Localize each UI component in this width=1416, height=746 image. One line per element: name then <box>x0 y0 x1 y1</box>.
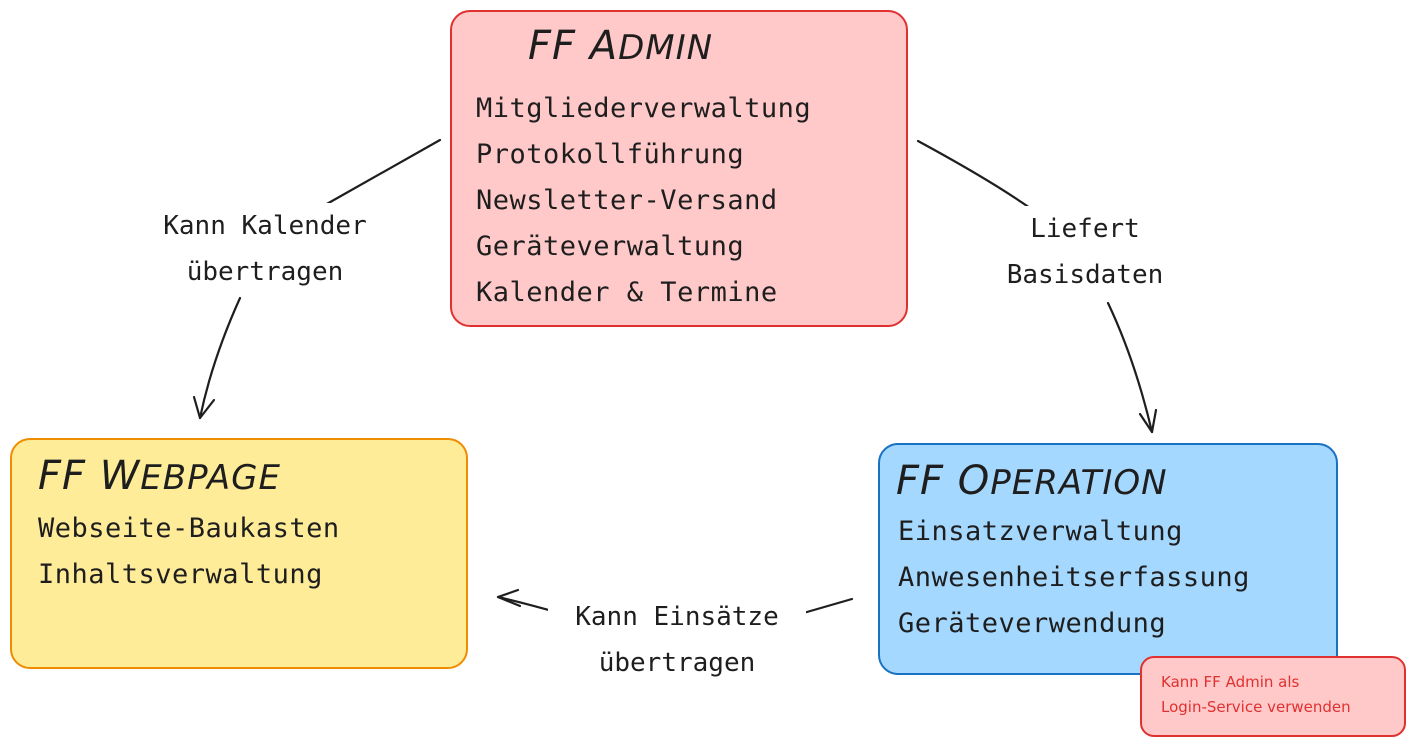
edge-label-line: übertragen <box>598 648 756 678</box>
ff-webpage-feature: Inhaltsverwaltung <box>38 559 323 590</box>
arrowhead-operation-webpage <box>496 588 522 608</box>
connector-admin-operation <box>916 139 1032 210</box>
edge-label-line: übertragen <box>186 257 344 287</box>
ff-admin-feature: Geräteverwaltung <box>476 231 745 262</box>
ff-admin-feature: Kalender & Termine <box>476 277 778 308</box>
ff-admin-box: FF ADMIN Mitgliederverwaltung Protokollf… <box>450 10 908 327</box>
edge-label-line: Kann Einsätze <box>575 602 779 632</box>
ff-operation-feature: Geräteverwendung <box>898 608 1167 639</box>
edge-label-admin-operation: Liefert Basisdaten <box>975 206 1195 298</box>
ff-admin-title: FF ADMIN <box>528 24 713 70</box>
login-service-note: Kann FF Admin als Login-Service verwende… <box>1140 656 1406 737</box>
ff-operation-title: FF OPERATION <box>896 459 1168 505</box>
arrowhead-admin-webpage <box>192 395 216 420</box>
edge-label-line: Liefert <box>1030 214 1140 244</box>
ff-webpage-box: FF WEBPAGE Webseite-Baukasten Inhaltsver… <box>10 438 468 669</box>
ff-webpage-title-rest: EBPAGE <box>140 458 281 498</box>
ff-operation-box: FF OPERATION Einsatzverwaltung Anwesenhe… <box>878 443 1338 675</box>
ff-operation-feature-list: Einsatzverwaltung Anwesenheitserfassung … <box>898 509 1250 647</box>
ff-admin-feature-list: Mitgliederverwaltung Protokollführung Ne… <box>476 86 811 316</box>
ff-operation-feature: Einsatzverwaltung <box>898 516 1183 547</box>
connector-admin-operation-lower <box>1106 301 1154 434</box>
ff-admin-feature: Protokollführung <box>476 139 745 170</box>
arrowhead-admin-operation <box>1138 408 1158 434</box>
ff-admin-feature: Newsletter-Versand <box>476 185 778 216</box>
edge-label-line: Kann Kalender <box>163 211 367 241</box>
edge-label-admin-webpage: Kann Kalender übertragen <box>130 203 400 295</box>
connector-operation-webpage <box>798 597 854 616</box>
ff-webpage-feature-list: Webseite-Baukasten Inhaltsverwaltung <box>38 506 340 598</box>
note-line: Login-Service verwenden <box>1161 698 1351 716</box>
edge-label-operation-webpage: Kann Einsätze übertragen <box>548 594 806 686</box>
ff-admin-feature: Mitgliederverwaltung <box>476 93 812 124</box>
ff-admin-title-main: FF A <box>528 23 619 69</box>
connector-admin-webpage <box>323 138 442 207</box>
note-line: Kann FF Admin als <box>1161 673 1300 691</box>
ff-webpage-title-main: FF W <box>38 453 141 499</box>
ff-webpage-feature: Webseite-Baukasten <box>38 513 340 544</box>
ff-webpage-title: FF WEBPAGE <box>38 454 281 500</box>
connector-admin-webpage-lower <box>198 296 242 420</box>
ff-operation-title-main: FF O <box>896 458 991 504</box>
ff-operation-feature: Anwesenheitserfassung <box>898 562 1250 593</box>
ff-operation-title-rest: PERATION <box>990 463 1168 503</box>
ff-admin-title-rest: DMIN <box>618 28 714 68</box>
edge-label-line: Basisdaten <box>1006 260 1164 290</box>
